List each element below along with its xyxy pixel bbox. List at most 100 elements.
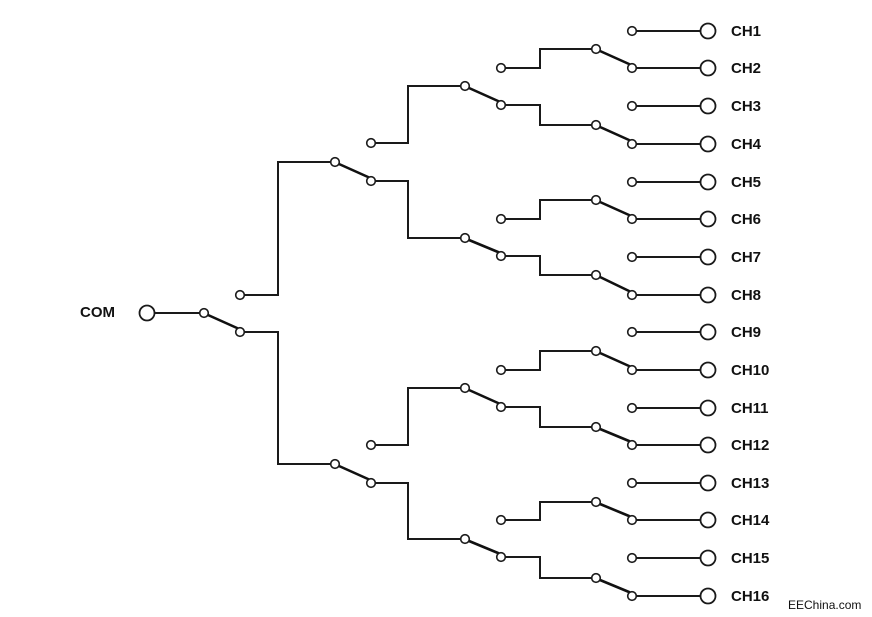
channel-labels: CH1CH2CH3CH4CH5CH6CH7CH8CH9CH10CH11CH12C… [731,23,770,605]
contact [626,213,638,225]
pivot-contact [590,572,602,584]
contact [626,552,638,564]
contact [365,439,377,451]
channel-terminal [699,549,717,567]
channel-label: CH14 [731,512,770,529]
channel-terminal [699,323,717,341]
contact [495,99,507,111]
branch-wire [374,85,462,144]
pivot-contact [590,119,602,131]
branch-wire [374,180,462,239]
switch-blade [337,464,370,481]
switch-blade [337,162,370,179]
contact [495,250,507,262]
contact [365,175,377,187]
channel-terminal [699,436,717,454]
pivot-contact [329,458,341,470]
contact [626,251,638,263]
switch-blade [598,502,631,518]
channel-terminal [699,399,717,417]
com-terminal [138,304,156,322]
channel-terminal [699,587,717,605]
channel-label: CH9 [731,324,761,341]
contact [626,364,638,376]
contact [495,364,507,376]
contact [495,401,507,413]
switch-blade [598,125,631,142]
contact [626,439,638,451]
contact [365,477,377,489]
contact [234,289,246,301]
channel-label: CH12 [731,437,769,454]
switch-blade [467,388,500,405]
channel-label: CH10 [731,362,769,379]
channel-label: CH3 [731,98,761,115]
contact [365,137,377,149]
switch-blades [206,49,631,594]
switch-blade [467,86,500,103]
branch-wire [504,48,593,69]
channel-terminal [699,210,717,228]
branch-wire [504,350,593,371]
contact [626,176,638,188]
switch-blade [598,275,631,293]
switch-blade [598,427,631,443]
watermark: EEChina.com [788,598,861,612]
branch-wire [504,255,593,276]
branch-wire [504,199,593,220]
pivot-contact [459,533,471,545]
pivot-contact [459,382,471,394]
contact [626,100,638,112]
branch-wire [243,331,332,465]
channel-terminal [699,361,717,379]
pivot-contact [590,496,602,508]
contact [626,514,638,526]
channel-terminal [699,286,717,304]
contact [495,62,507,74]
channel-label: CH8 [731,287,761,304]
pivot-contact [590,345,602,357]
switch-blade [206,313,239,330]
branch-wire [243,161,332,296]
branch-wire [504,406,593,428]
circuit-wires [154,30,702,597]
channel-label: CH11 [731,400,769,417]
contact [626,477,638,489]
channel-label: CH15 [731,550,769,567]
channel-terminal [699,248,717,266]
channel-terminal [699,474,717,492]
channel-terminal [699,59,717,77]
channel-terminal [699,173,717,191]
switch-blade [598,49,631,66]
pivot-contact [459,80,471,92]
switch-blade [467,539,500,555]
contact [495,514,507,526]
contact [626,402,638,414]
pivot-contact [590,194,602,206]
channel-terminal [699,511,717,529]
pivot-contact [590,43,602,55]
pivot-contact [590,269,602,281]
channel-label: CH13 [731,475,769,492]
branch-wire [374,482,462,540]
contact [495,213,507,225]
channel-label: CH4 [731,136,762,153]
channel-label: CH1 [731,23,761,40]
channel-label: CH2 [731,60,761,77]
contact [626,138,638,150]
switch-contacts [138,22,717,605]
pivot-contact [198,307,210,319]
com-label: COM [80,304,115,321]
switch-blade [598,200,631,217]
switch-blade [467,238,500,254]
pivot-contact [459,232,471,244]
switch-blade [598,578,631,594]
channel-label: CH7 [731,249,761,266]
branch-wire [504,556,593,579]
channel-terminal [699,97,717,115]
branch-wire [504,501,593,521]
contact [626,326,638,338]
pivot-contact [590,421,602,433]
contact [626,62,638,74]
branch-wire [374,387,462,446]
